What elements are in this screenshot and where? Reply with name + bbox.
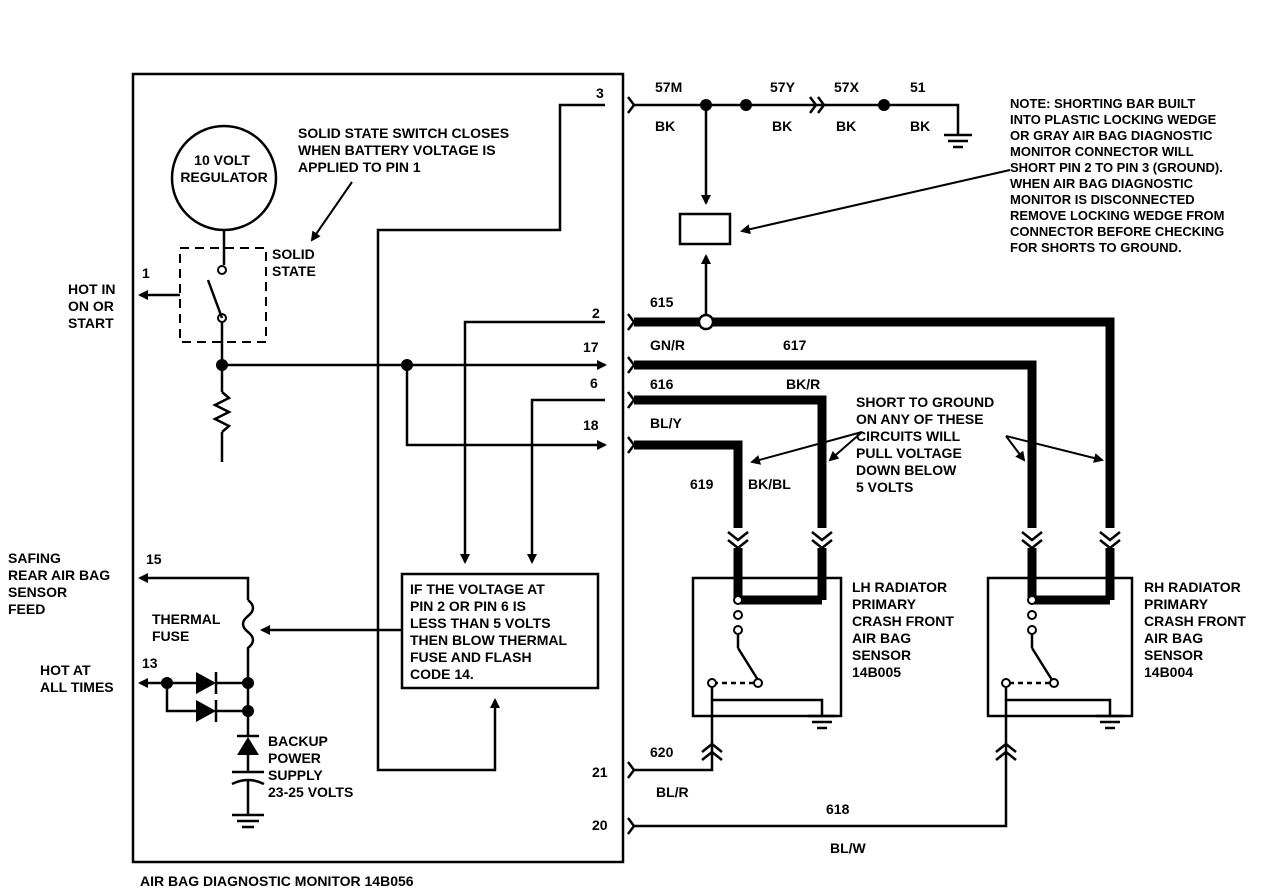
switch-note-arrow: [310, 181, 353, 242]
thermal-fuse-label: THERMAL FUSE: [152, 611, 224, 644]
short-arrow-619: [750, 431, 863, 465]
switch-note: SOLID STATE SWITCH CLOSES WHEN BATTERY V…: [298, 125, 513, 175]
hot-at-label: HOT AT ALL TIMES: [40, 662, 114, 695]
circuit-617-label: 617: [783, 337, 807, 353]
pin20-label: 20: [592, 817, 608, 833]
rh-sensor-label: RH RADIATOR PRIMARY CRASH FRONT AIR BAG …: [1144, 579, 1250, 680]
circuit-619-label: 619: [690, 476, 714, 492]
ground-icon-rh: [1096, 714, 1124, 730]
lh-sensor-box: [691, 576, 843, 718]
bk-label-3: BK: [836, 118, 856, 134]
circuit-620-wire: [634, 700, 714, 772]
diode-1: [196, 672, 216, 694]
short-to-ground-note: SHORT TO GROUND ON ANY OF THESE CIRCUITS…: [856, 394, 998, 495]
circuit-615-wire: [634, 317, 1115, 528]
circuit-57x-label: 57X: [834, 79, 860, 95]
circuit-bly-label: BL/Y: [650, 415, 683, 431]
shorting-bar-note: NOTE: SHORTING BAR BUILT INTO PLASTIC LO…: [1010, 96, 1228, 255]
inline-connector-618: [995, 742, 1017, 761]
inline-connector-57y: [809, 96, 826, 114]
circuit-bkbl-label: BK/BL: [748, 476, 791, 492]
bk-label-2: BK: [772, 118, 792, 134]
circuit-51-label: 51: [910, 79, 926, 95]
bk-label-4: BK: [910, 118, 930, 134]
note-arrow: [740, 169, 1011, 235]
circuit-616-wire: [634, 395, 827, 528]
ground-icon-51: [944, 133, 972, 149]
sensor-connector-chevrons: [727, 531, 1121, 550]
circuit-619-wire: [634, 440, 743, 528]
pin18-wire: [405, 365, 607, 450]
circuit-57y-label: 57Y: [770, 79, 796, 95]
pin3-label: 3: [596, 85, 604, 101]
lh-sensor-contacts: [707, 595, 763, 688]
pin6-label: 6: [590, 375, 598, 391]
pin3-internal-route: [376, 103, 605, 772]
pin18-label: 18: [583, 417, 599, 433]
pin15-wire: [138, 573, 250, 600]
connector-chevrons: [627, 96, 636, 835]
circuit-618-wire: [634, 700, 1008, 828]
resistor: [212, 391, 232, 433]
ground-icon-lh: [808, 714, 836, 730]
inline-connector-620: [701, 742, 723, 761]
monitor-caption: AIR BAG DIAGNOSTIC MONITOR 14B056: [140, 873, 414, 889]
safing-label: SAFING REAR AIR BAG SENSOR FEED: [8, 550, 114, 617]
short-arrow-616: [828, 431, 863, 462]
pin1-label: 1: [142, 265, 150, 281]
hot-in-label: HOT IN ON OR START: [68, 281, 119, 331]
rh-sensor-box: [986, 576, 1134, 718]
circuit-616-label: 616: [650, 376, 674, 392]
circuit-blw-label: BL/W: [830, 840, 867, 856]
short-arrow-617: [1005, 435, 1026, 462]
pin17-label: 17: [583, 339, 599, 355]
circuit-620-label: 620: [650, 744, 674, 760]
lh-sensor-label: LH RADIATOR PRIMARY CRASH FRONT AIR BAG …: [852, 579, 958, 680]
switch-blade: [206, 279, 224, 319]
diode-2: [196, 700, 216, 722]
circuit-57m-label: 57M: [655, 79, 682, 95]
solid-state-label: SOLID STATE: [272, 246, 319, 279]
circuit-615-label: 615: [650, 294, 674, 310]
circuit-gnr-label: GN/R: [650, 337, 685, 353]
rh-sensor-contacts: [1001, 595, 1059, 688]
circuit-bkr-label: BK/R: [786, 376, 820, 392]
bk-label-1: BK: [655, 118, 675, 134]
backup-label: BACKUP POWER SUPPLY 23-25 VOLTS: [268, 733, 353, 800]
pin13-label: 13: [142, 655, 158, 671]
pin21-label: 21: [592, 764, 608, 780]
regulator-label: 10 VOLT REGULATOR: [180, 152, 267, 185]
circuit-618-label: 618: [826, 801, 850, 817]
circuit-blr-label: BL/R: [656, 784, 689, 800]
short-arrow-615: [1005, 435, 1104, 463]
logic-box-text: IF THE VOLTAGE AT PIN 2 OR PIN 6 IS LESS…: [410, 581, 571, 682]
thermal-fuse: [241, 599, 255, 680]
ground-icon-monitor: [232, 813, 264, 829]
pin15-label: 15: [146, 551, 162, 567]
diode-3: [237, 737, 259, 755]
pin2-label: 2: [592, 305, 600, 321]
monitor-box: [131, 72, 625, 864]
pin2-internal-route: [460, 320, 605, 564]
shorting-bar: [678, 212, 732, 246]
pin6-internal-route: [527, 398, 605, 564]
circuit-617-wire: [634, 360, 1037, 528]
